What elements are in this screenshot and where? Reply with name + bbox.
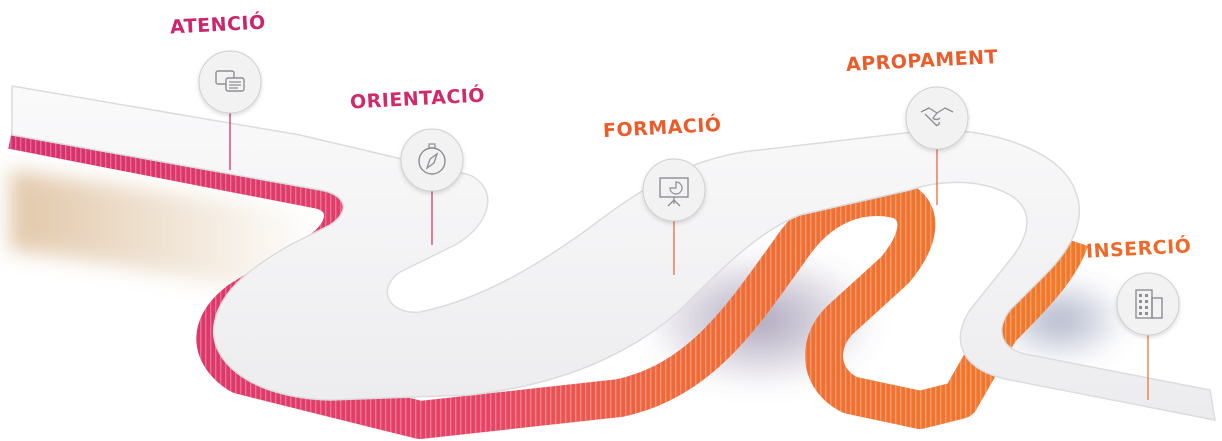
marker-circle — [1116, 272, 1180, 336]
marker-circle — [400, 128, 464, 192]
step-marker-orientacio — [400, 128, 464, 245]
marker-circle — [642, 158, 706, 222]
speech-bubbles-icon — [215, 70, 245, 92]
handshake-icon — [920, 107, 954, 127]
marker-circle — [905, 86, 969, 150]
building-icon — [1135, 289, 1163, 319]
step-marker-apropament — [905, 86, 969, 205]
step-markers — [198, 50, 1180, 400]
presentation-board-icon — [659, 177, 689, 207]
step-marker-formacio — [642, 158, 706, 275]
step-marker-atencio — [198, 50, 262, 170]
road-top — [11, 85, 1216, 421]
step-marker-insercio — [1116, 272, 1180, 400]
compass-icon — [418, 143, 446, 175]
